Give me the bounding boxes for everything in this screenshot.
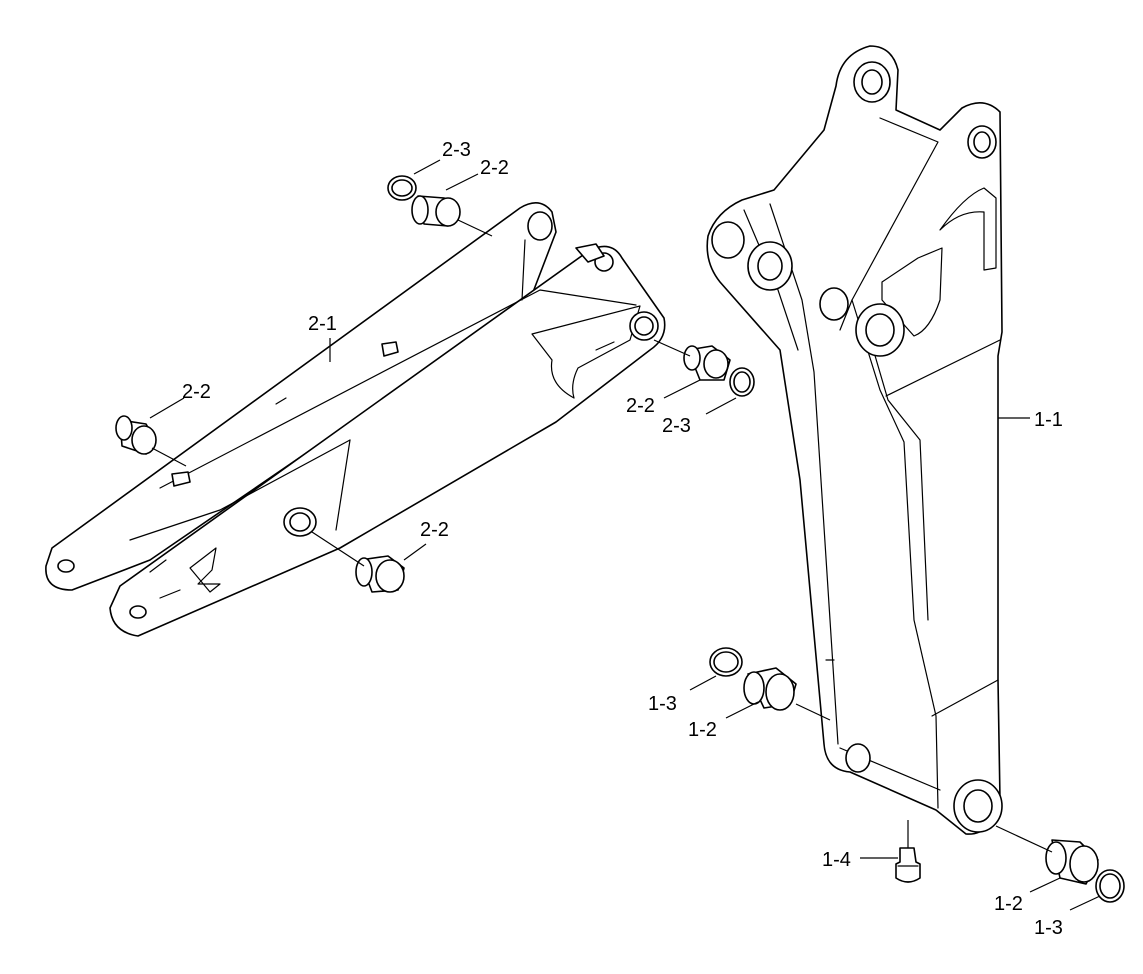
label-arm-right-ring: 2-3 xyxy=(662,415,691,437)
bush-boom-lower-1-2 xyxy=(743,667,797,711)
label-boom-foot-bush: 1-2 xyxy=(994,893,1023,915)
label-boom: 1-1 xyxy=(1034,409,1063,431)
ring-boom-lower-1-3 xyxy=(709,647,743,677)
label-arm-top-bush: 2-2 xyxy=(480,157,509,179)
bush-arm-left-2-2 xyxy=(115,415,157,455)
label-arm-left-bush: 2-2 xyxy=(182,381,211,403)
label-arm: 2-1 xyxy=(308,313,337,335)
bush-arm-right-2-2 xyxy=(683,345,731,381)
label-boom-lower-ring: 1-3 xyxy=(648,693,677,715)
ring-arm-top-2-3 xyxy=(387,175,417,201)
bush-arm-mid-2-2 xyxy=(355,555,405,593)
boom-1-1 xyxy=(706,45,1003,835)
bush-arm-top-2-2 xyxy=(411,195,461,227)
label-arm-right-bush: 2-2 xyxy=(626,395,655,417)
ring-arm-right-2-3 xyxy=(729,367,755,397)
label-arm-top-ring: 2-3 xyxy=(442,139,471,161)
leader-lines xyxy=(149,159,1101,911)
bush-boom-foot-1-2 xyxy=(1045,839,1099,885)
label-boom-lower-bush: 1-2 xyxy=(688,719,717,741)
ring-boom-foot-1-3 xyxy=(1095,869,1125,903)
label-grease-nipple: 1-4 xyxy=(822,849,851,871)
label-boom-foot-ring: 1-3 xyxy=(1034,917,1063,939)
arm-2-1 xyxy=(45,202,666,637)
label-arm-mid-bush: 2-2 xyxy=(420,519,449,541)
grease-nipple-1-4 xyxy=(895,847,921,883)
